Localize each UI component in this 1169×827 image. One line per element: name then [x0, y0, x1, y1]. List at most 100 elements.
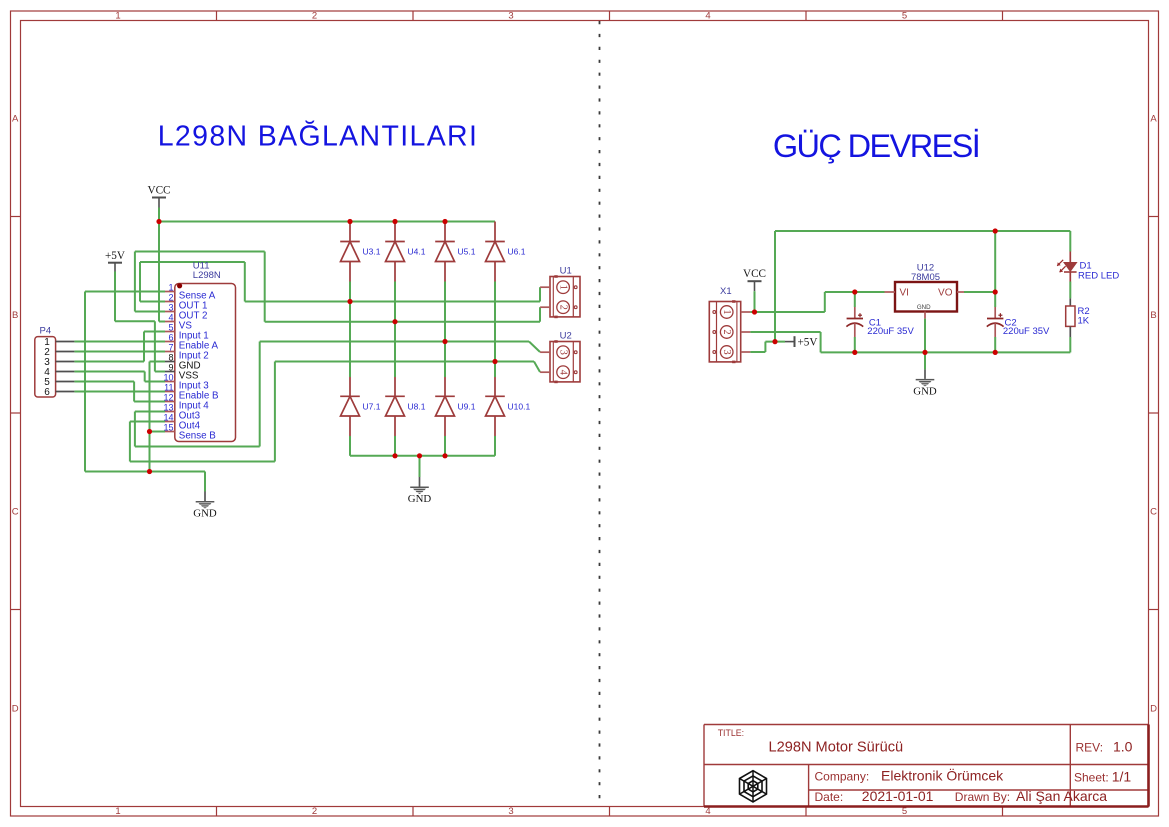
svg-text:+5V: +5V: [105, 250, 125, 262]
svg-text:GÜÇ DEVRESİ: GÜÇ DEVRESİ: [773, 128, 979, 164]
svg-text:78M05: 78M05: [911, 272, 940, 283]
svg-text:Out4: Out4: [179, 421, 201, 432]
svg-text:3: 3: [721, 349, 732, 354]
svg-text:A: A: [1150, 113, 1157, 124]
svg-text:Input 2: Input 2: [179, 351, 209, 362]
svg-text:2: 2: [168, 292, 173, 302]
svg-text:TITLE:: TITLE:: [718, 728, 744, 738]
svg-text:VCC: VCC: [743, 268, 766, 280]
svg-text:U8.1: U8.1: [408, 402, 426, 412]
svg-text:1: 1: [558, 285, 569, 290]
svg-text:2021-01-01: 2021-01-01: [862, 788, 934, 804]
svg-text:Elektronik Örümcek: Elektronik Örümcek: [881, 766, 1004, 783]
svg-text:1: 1: [115, 11, 120, 22]
svg-text:4: 4: [705, 806, 710, 817]
svg-text:L298N Motor Sürücü: L298N Motor Sürücü: [769, 739, 904, 755]
svg-text:1/1: 1/1: [1112, 768, 1132, 784]
svg-text:REV:: REV:: [1076, 741, 1104, 755]
svg-text:Company:: Company:: [815, 769, 870, 783]
svg-text:GND: GND: [913, 386, 937, 398]
svg-text:U12: U12: [917, 263, 934, 274]
svg-text:Out3: Out3: [179, 411, 201, 422]
svg-text:Input 4: Input 4: [179, 401, 210, 412]
svg-text:Ali Şan Akarca: Ali Şan Akarca: [1016, 788, 1107, 804]
svg-text:5: 5: [902, 11, 907, 22]
svg-text:3: 3: [508, 11, 513, 22]
svg-text:U2: U2: [560, 331, 572, 342]
svg-text:C2: C2: [1005, 318, 1017, 329]
svg-text:2: 2: [312, 806, 317, 817]
svg-text:2: 2: [312, 11, 317, 22]
svg-text:VSS: VSS: [179, 371, 199, 382]
svg-text:U1: U1: [560, 266, 572, 277]
svg-text:Sense A: Sense A: [179, 291, 216, 302]
svg-text:Input 3: Input 3: [179, 381, 210, 392]
svg-text:D1: D1: [1080, 261, 1092, 272]
svg-text:GND: GND: [179, 361, 201, 372]
svg-text:Sense B: Sense B: [179, 431, 217, 442]
svg-text:X1: X1: [720, 286, 732, 297]
svg-text:U3.1: U3.1: [363, 247, 381, 257]
svg-text:3: 3: [168, 302, 173, 312]
svg-text:VCC: VCC: [147, 184, 170, 196]
svg-text:Enable A: Enable A: [179, 341, 219, 352]
svg-text:6: 6: [44, 387, 50, 398]
svg-text:14: 14: [163, 412, 173, 422]
svg-text:D: D: [1150, 703, 1157, 714]
svg-text:220uF 35V: 220uF 35V: [1003, 326, 1050, 337]
svg-text:RED LED: RED LED: [1078, 271, 1119, 282]
svg-text:OUT 2: OUT 2: [179, 311, 208, 322]
svg-text:2: 2: [721, 329, 732, 334]
svg-text:P4: P4: [40, 326, 52, 337]
svg-text:R2: R2: [1078, 306, 1090, 317]
svg-text:U5.1: U5.1: [458, 247, 476, 257]
svg-text:Input 1: Input 1: [179, 331, 209, 342]
svg-text:Enable B: Enable B: [179, 391, 219, 402]
svg-text:4: 4: [44, 367, 50, 378]
svg-text:Date:: Date:: [815, 790, 844, 804]
svg-text:11: 11: [164, 382, 173, 392]
svg-text:3: 3: [558, 350, 569, 355]
svg-text:1: 1: [44, 337, 50, 348]
svg-text:Sheet:: Sheet:: [1074, 770, 1109, 784]
svg-text:C: C: [1150, 506, 1157, 517]
svg-text:1K: 1K: [1078, 315, 1090, 326]
svg-text:12: 12: [163, 392, 173, 402]
svg-text:5: 5: [902, 806, 907, 817]
svg-text:L298N: L298N: [193, 270, 221, 281]
svg-text:U9.1: U9.1: [458, 402, 476, 412]
svg-text:4: 4: [558, 370, 569, 376]
svg-text:4: 4: [705, 11, 710, 22]
svg-text:6: 6: [168, 332, 173, 342]
svg-text:5: 5: [44, 377, 50, 388]
svg-text:4: 4: [168, 312, 173, 322]
svg-text:C1: C1: [869, 318, 881, 329]
svg-text:1: 1: [168, 282, 173, 292]
svg-text:5: 5: [168, 322, 173, 332]
svg-text:U6.1: U6.1: [508, 247, 526, 257]
svg-text:A: A: [12, 113, 19, 124]
svg-text:D: D: [12, 703, 19, 714]
svg-text:+5V: +5V: [798, 336, 818, 348]
svg-text:VO: VO: [938, 288, 953, 299]
svg-text:U4.1: U4.1: [408, 247, 426, 257]
svg-text:1.0: 1.0: [1113, 739, 1133, 755]
svg-text:GND: GND: [408, 493, 432, 505]
svg-text:U7.1: U7.1: [363, 402, 381, 412]
svg-text:GND: GND: [193, 508, 217, 520]
svg-text:7: 7: [168, 342, 173, 352]
svg-text:1: 1: [115, 806, 120, 817]
svg-text:15: 15: [163, 422, 173, 432]
svg-text:C: C: [12, 506, 19, 517]
svg-text:3: 3: [508, 806, 513, 817]
svg-text:L298N BAĞLANTILARI: L298N BAĞLANTILARI: [158, 121, 479, 153]
svg-text:2: 2: [558, 305, 569, 310]
svg-text:GND: GND: [917, 304, 931, 311]
svg-text:VS: VS: [179, 321, 193, 332]
svg-text:3: 3: [44, 357, 50, 368]
svg-text:OUT 1: OUT 1: [179, 301, 208, 312]
svg-text:1: 1: [721, 309, 732, 314]
svg-text:U11: U11: [193, 261, 210, 272]
svg-text:2: 2: [44, 347, 50, 358]
svg-text:8: 8: [168, 352, 173, 362]
